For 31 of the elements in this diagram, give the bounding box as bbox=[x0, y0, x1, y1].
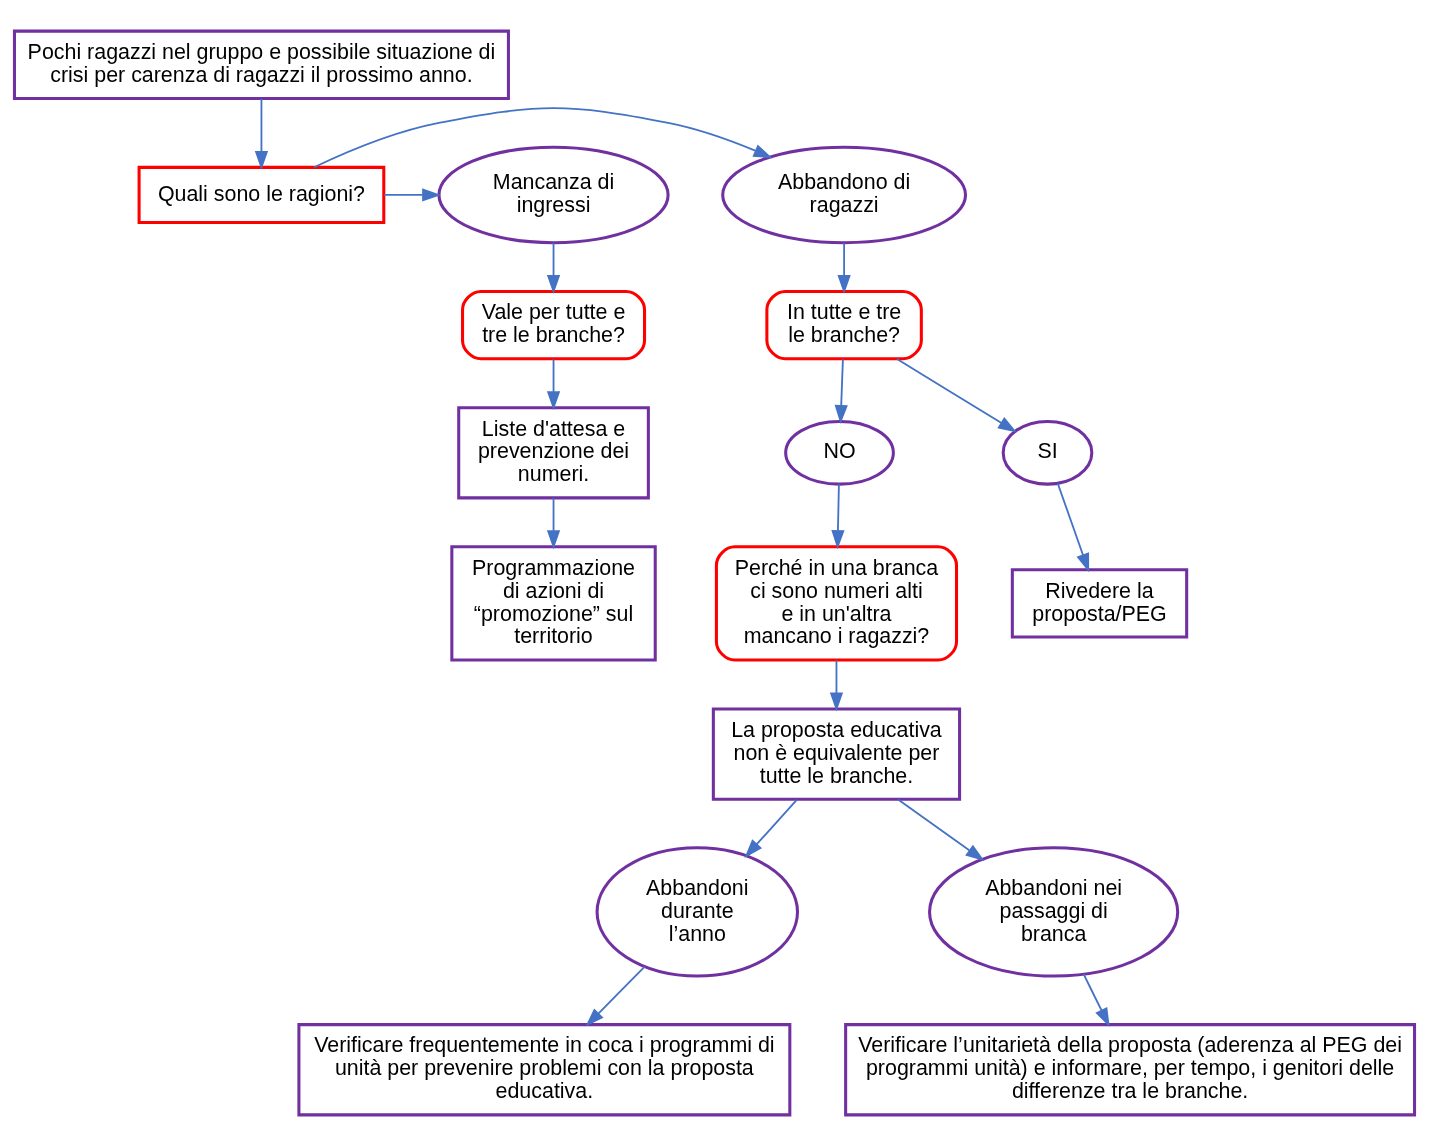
arrow bbox=[546, 496, 561, 549]
node-box: Quali sono le ragioni? bbox=[137, 165, 386, 224]
arrow bbox=[744, 798, 798, 858]
arrow bbox=[831, 482, 845, 549]
node-box: Vale per tutte e tre le branche? bbox=[461, 289, 647, 360]
arrow bbox=[897, 798, 985, 861]
node-ellipse: NO bbox=[784, 419, 895, 486]
arrow bbox=[837, 241, 851, 294]
node-box: Pochi ragazzi nel gruppo e possibile situazione di crisi per carenza di ragazzi il prossimo anno. bbox=[12, 29, 510, 100]
arrow bbox=[313, 106, 773, 168]
node-ellipse: Mancanza di ingressi bbox=[437, 145, 670, 244]
arrow bbox=[254, 97, 269, 170]
arrow bbox=[896, 357, 1017, 433]
arrow bbox=[585, 965, 646, 1027]
node-box: Programmazione di azioni di “promozione” sul territorio bbox=[450, 544, 657, 662]
arrow bbox=[834, 357, 848, 424]
arrow bbox=[546, 357, 561, 410]
node-ellipse: Abbandoni durante l’anno bbox=[595, 845, 800, 978]
node-box: La proposta educativa non è equivalente per tutte le branche. bbox=[711, 706, 962, 801]
node-box: Verificare l’unitarietà della proposta (aderenza al PEG dei programmi unità) e informare, per tempo, i genitori delle differenze tra le branche. bbox=[844, 1022, 1417, 1116]
arrow bbox=[546, 241, 561, 294]
node-box: Liste d'attesa e prevenzione dei numeri. bbox=[457, 405, 650, 499]
arrow bbox=[829, 658, 844, 712]
node-box: Rivedere la proposta/PEG bbox=[1010, 567, 1189, 639]
arrow bbox=[383, 187, 442, 202]
node-box: Verificare frequentemente in coca i programmi di unità per prevenire problemi con la proposta educativa. bbox=[297, 1022, 792, 1116]
arrow bbox=[1082, 972, 1110, 1027]
node-box: In tutte e tre le branche? bbox=[765, 289, 923, 360]
node-ellipse: SI bbox=[1001, 419, 1094, 486]
arrow bbox=[1056, 482, 1090, 572]
node-box: Perché in una branca ci sono numeri alti e in un'altra mancano i ragazzi? bbox=[714, 544, 959, 662]
